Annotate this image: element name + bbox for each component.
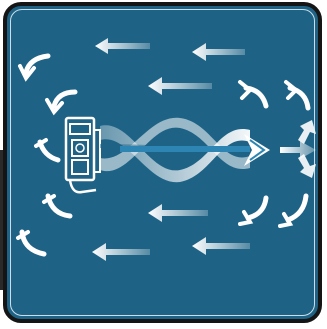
circulation-curve-arrow-icon	[18, 53, 51, 82]
circulation-curve-arrow-icon	[238, 80, 269, 109]
circulation-curve-arrow-icon	[238, 195, 269, 226]
return-airflow-arrow-icon	[192, 43, 245, 61]
circulation-curve-arrow-icon	[278, 193, 309, 228]
circulation-curve-arrow-icon	[42, 193, 73, 219]
panel-inner-border	[10, 9, 315, 316]
fan-unit-icon	[64, 116, 101, 194]
circulation-curve-arrow-icon	[45, 89, 78, 116]
circulation-curve-arrow-icon	[34, 138, 61, 163]
diagram-panel	[3, 2, 322, 323]
return-airflow-arrow-icon	[192, 237, 250, 255]
return-airflow-arrow-icon	[92, 243, 150, 261]
return-airflow-arrow-icon	[148, 204, 208, 222]
outflow-split-arrow-icon	[280, 120, 316, 178]
circulation-curve-arrow-icon	[284, 80, 311, 111]
return-airflow-arrow-icon	[95, 38, 150, 54]
return-airflow-arrow-icon	[148, 77, 212, 95]
air-outflow-arrow-icon	[120, 134, 270, 166]
circulation-curve-arrow-icon	[16, 229, 47, 257]
